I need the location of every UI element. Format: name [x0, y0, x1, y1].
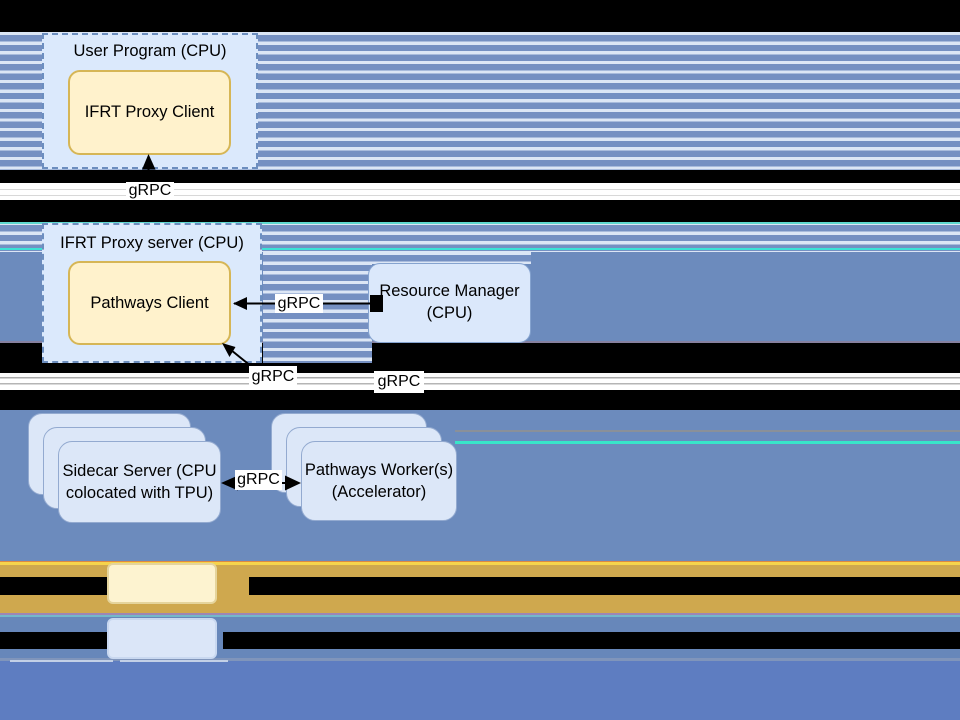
- pathways-worker-label: Pathways Worker(s) (Accelerator): [302, 442, 456, 520]
- blue-band-legend: [0, 617, 960, 632]
- gray-line-right: [455, 430, 960, 432]
- blue-band-legend2: [0, 649, 960, 658]
- cyan-line-2: [0, 248, 960, 250]
- cyan-line-right: [455, 441, 960, 444]
- sidecar-server-label: Sidecar Server (CPU colocated with TPU): [59, 442, 220, 522]
- resource-manager-label-line1: Resource Manager: [379, 282, 520, 301]
- grayblue-band: [0, 658, 960, 661]
- white-band-grpc-top: [0, 183, 960, 200]
- glitch-line-teal2: [0, 615, 960, 617]
- pathways-worker-box-front: Pathways Worker(s) (Accelerator): [301, 441, 457, 521]
- glitch-line-purple2: [0, 613, 960, 615]
- user-program-title: User Program (CPU): [73, 42, 227, 60]
- gold-patch-right-of-legend: [217, 577, 249, 595]
- ifrt-proxy-client-box: IFRT Proxy Client: [68, 70, 231, 155]
- grpc-label-client-rm-text: gRPC: [277, 294, 321, 312]
- pathways-client-box: Pathways Client: [68, 261, 231, 345]
- grpc-label-top-text: gRPC: [128, 182, 172, 199]
- glitch-line-orange: [0, 561, 960, 562]
- grpc-label-rm-workers-text: gRPC: [377, 373, 421, 390]
- pathways-worker-label-line2: (Accelerator): [331, 483, 427, 501]
- gold-band-lower: [0, 595, 960, 613]
- grpc-label-sidecar-client-text: gRPC: [251, 368, 295, 385]
- resource-manager-box: Resource Manager (CPU): [368, 263, 531, 343]
- ifrt-proxy-server-title: IFRT Proxy server (CPU): [60, 234, 244, 252]
- grpc-label-sidecar-workers-text: gRPC: [237, 471, 280, 488]
- gold-band-upper: [0, 565, 960, 577]
- striped-patch-above-rm: [372, 252, 531, 264]
- sidecar-server-stack: Sidecar Server (CPU colocated with TPU): [28, 413, 223, 525]
- ifrt-proxy-client-label: IFRT Proxy Client: [84, 103, 215, 121]
- resource-manager-label-line2: (CPU): [426, 304, 473, 322]
- pathways-workers-stack: Pathways Worker(s) (Accelerator): [271, 413, 459, 523]
- pathways-worker-label-line1: Pathways Worker(s): [304, 461, 454, 479]
- pathways-client-label: Pathways Client: [90, 293, 209, 312]
- grpc-label-top: gRPC: [126, 182, 174, 200]
- grpc-label-rm-workers: gRPC: [374, 371, 424, 393]
- glitch-line-yellow: [0, 562, 960, 565]
- hairline-seg-2: [120, 660, 228, 662]
- cyan-line-1: [0, 222, 960, 224]
- grpc-label-client-rm: gRPC: [275, 294, 323, 313]
- bottom-blue-band: [0, 661, 960, 720]
- legend-blue-swatch: [107, 618, 217, 659]
- grpc-label-sidecar-client: gRPC: [249, 366, 297, 388]
- grpc-label-sidecar-workers: gRPC: [235, 470, 282, 490]
- sidecar-server-box-front: Sidecar Server (CPU colocated with TPU): [58, 441, 221, 523]
- hairline-seg-1: [10, 660, 113, 662]
- legend-yellow-swatch: [107, 563, 217, 604]
- white-band-grpc-lower: [0, 373, 960, 390]
- sidecar-server-label-line2: colocated with TPU): [65, 484, 214, 502]
- sidecar-server-label-line1: Sidecar Server (CPU: [62, 462, 217, 480]
- blue-patch-right-of-legend: [217, 632, 223, 649]
